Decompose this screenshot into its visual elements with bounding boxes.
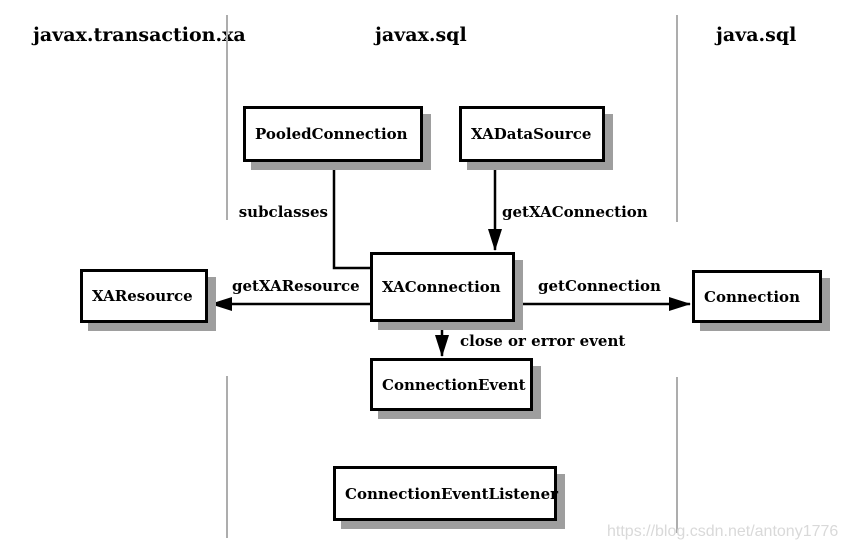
package-header-javax-sql: javax.sql xyxy=(375,24,467,46)
class-box-xa-connection: XAConnection xyxy=(370,252,515,322)
class-box-connection-event: ConnectionEvent xyxy=(370,358,533,411)
class-box-connection-event-listener: ConnectionEventListener xyxy=(333,466,559,521)
class-label-xa-data-source: XADataSource xyxy=(471,125,592,143)
edge-label-getconnection: getConnection xyxy=(538,277,661,295)
package-divider-right-top xyxy=(676,15,678,222)
class-label-connection: Connection xyxy=(704,287,800,306)
class-box-xa-data-source: XADataSource xyxy=(459,106,605,162)
class-box-xa-resource: XAResource xyxy=(80,269,208,323)
class-label-xa-connection: XAConnection xyxy=(382,278,501,296)
package-divider-left-top xyxy=(226,15,228,220)
class-label-pooled-connection: PooledConnection xyxy=(255,125,408,143)
class-box-pooled-connection: PooledConnection xyxy=(243,106,423,162)
edge-label-getxaresource: getXAResource xyxy=(232,277,360,295)
class-label-xa-resource: XAResource xyxy=(92,287,193,305)
package-header-javax-transaction-xa: javax.transaction.xa xyxy=(33,24,246,46)
edge-label-close-or-error-event: close or error event xyxy=(460,332,626,350)
class-box-connection: Connection xyxy=(692,270,822,323)
watermark-url: https://blog.csdn.net/antony1776 xyxy=(607,523,839,540)
package-divider-left-bottom xyxy=(226,376,228,538)
package-divider-right-bottom xyxy=(676,377,678,533)
edge-label-getxaconnection: getXAConnection xyxy=(502,203,648,221)
class-label-connection-event-listener: ConnectionEventListener xyxy=(345,484,559,503)
edge-label-subclasses: subclasses xyxy=(238,203,328,221)
package-header-java-sql: java.sql xyxy=(716,24,797,46)
class-label-connection-event: ConnectionEvent xyxy=(382,375,526,394)
edge-subclasses-line xyxy=(332,160,370,270)
